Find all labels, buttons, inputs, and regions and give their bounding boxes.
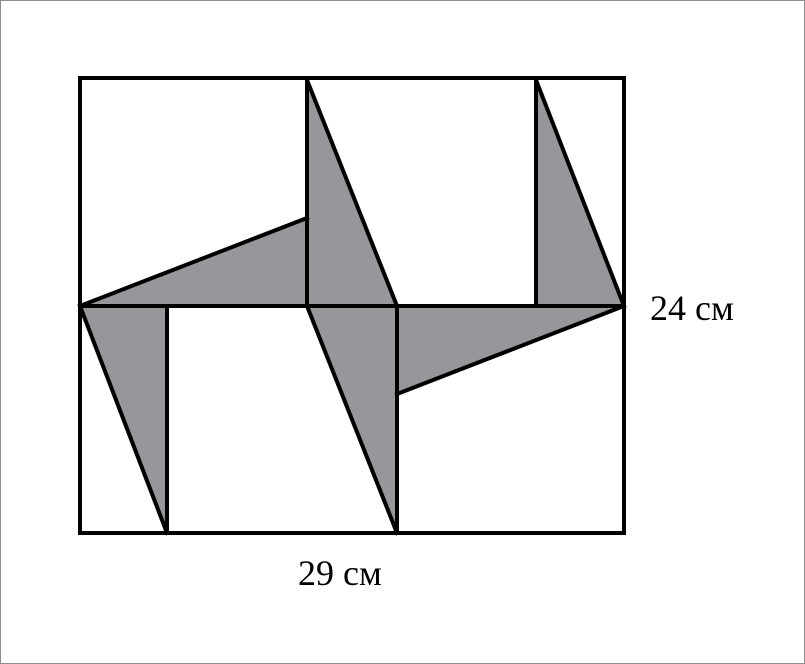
diagonal-right-wing bbox=[394, 303, 627, 397]
diagonal-left-bottom bbox=[77, 303, 170, 536]
height-label: 24 см bbox=[650, 288, 734, 328]
diagonal-right-top bbox=[533, 77, 627, 309]
diagonal-center-top bbox=[304, 77, 400, 309]
diagonal-left-wing bbox=[77, 215, 310, 309]
outline-lines bbox=[77, 76, 627, 536]
width-label: 29 см bbox=[298, 553, 382, 593]
diagonal-center-bottom bbox=[304, 303, 400, 536]
